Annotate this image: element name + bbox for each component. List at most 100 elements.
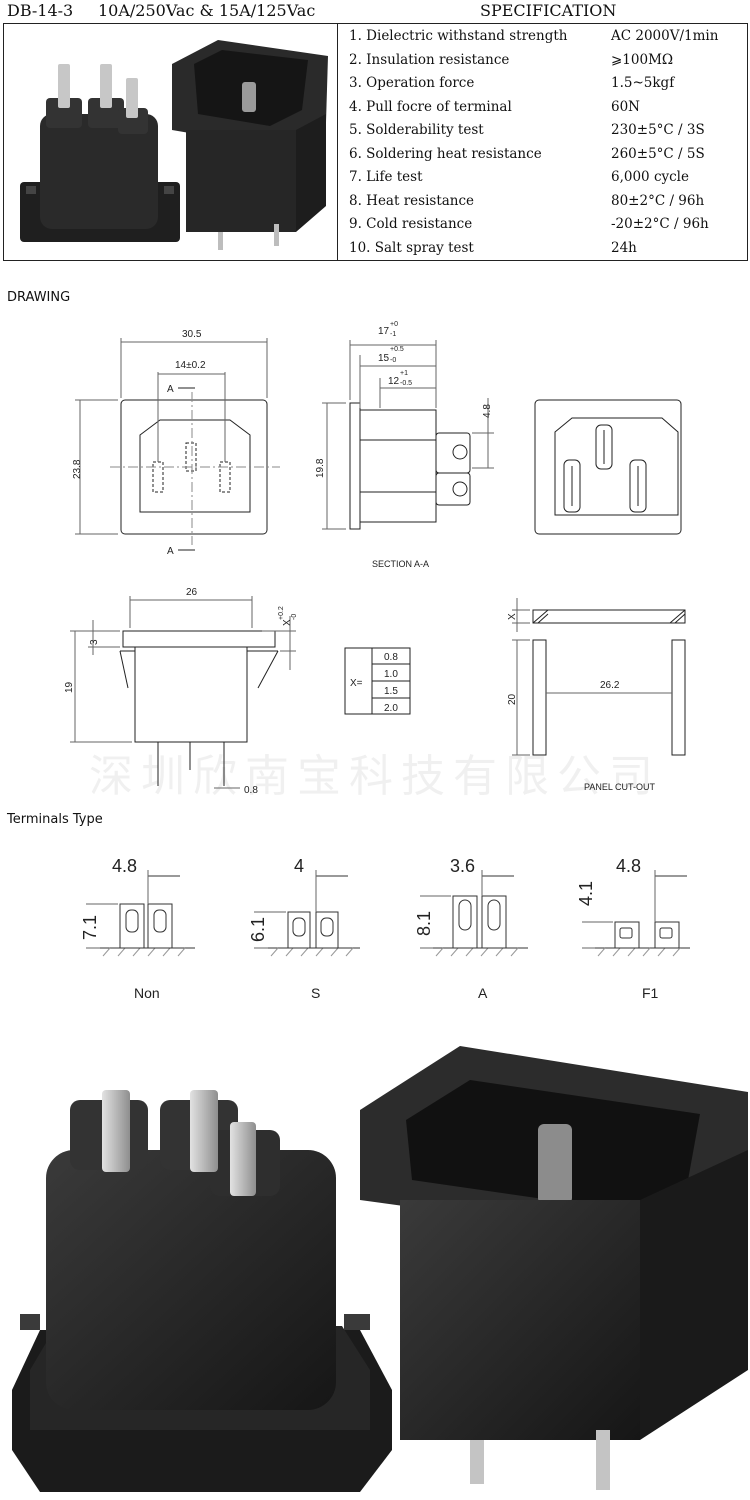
dim-cutout-height: 20 — [507, 693, 518, 705]
photo-socket-front — [360, 1046, 748, 1490]
spec-value: 260±5°C / 5S — [611, 145, 705, 162]
spec-value: 1.5~5kgf — [611, 75, 675, 91]
spec-value: 24h — [611, 239, 637, 256]
x-table-value: 1.5 — [384, 686, 398, 697]
terminal-name: A — [478, 985, 488, 1001]
terminal-name: S — [311, 985, 320, 1001]
terminals-type-label: Terminals Type — [7, 812, 103, 827]
terminal-width: 3.6 — [450, 856, 475, 876]
spec-row: 7. Life test 6,000 cycle — [349, 166, 749, 190]
terminal-non — [86, 870, 195, 957]
x-table-value: 1.0 — [384, 669, 398, 680]
spec-value: -20±2°C / 96h — [611, 216, 709, 232]
spec-row: 6. Soldering heat resistance 260±5°C / 5S — [349, 143, 749, 167]
spec-row: 10. Salt spray test 24h — [349, 237, 749, 261]
dim-side-1-tol-lower: -1 — [390, 331, 396, 338]
dim-pin-pitch: 14±0.2 — [175, 360, 206, 371]
spec-value: ⩾100MΩ — [611, 51, 674, 68]
cutout-caption: PANEL CUT-OUT — [584, 782, 656, 792]
terminal-types: 4.8 7.1 Non 4 6.1 S 3.6 8.1 A 4.8 4.1 F1 — [80, 856, 690, 1001]
spec-row: 8. Heat resistance 80±2°C / 96h — [349, 190, 749, 214]
front-view — [75, 338, 280, 551]
dim-side-2: 15 — [378, 353, 390, 364]
dim-flange: 3 — [89, 639, 100, 645]
section-view — [322, 340, 494, 530]
spec-item: 2. Insulation resistance — [349, 51, 510, 68]
technical-drawings: 30.5 14±0.2 A A 23.8 17 +0 -1 15 +0.5 - — [64, 321, 686, 796]
dim-side-3-tol-lower: -0.5 — [400, 380, 412, 387]
dim-side-1: 17 — [378, 326, 390, 337]
product-photo — [12, 1046, 748, 1492]
specification-title: SPECIFICATION — [480, 1, 617, 20]
terminal-height: 4.1 — [576, 881, 596, 906]
spec-row: 2. Insulation resistance ⩾100MΩ — [349, 49, 749, 73]
drawing-label: DRAWING — [7, 290, 71, 305]
spec-row: 3. Operation force 1.5~5kgf — [349, 72, 749, 96]
spec-row: 4. Pull focre of terminal 60N — [349, 96, 749, 120]
rear-view — [534, 399, 682, 535]
dim-bottom-width: 26 — [186, 587, 198, 598]
spec-item: 10. Salt spray test — [349, 239, 474, 256]
model-number: DB-14-3 — [7, 1, 74, 20]
panel-cutout — [512, 598, 686, 756]
dim-cutout-width: 26.2 — [600, 680, 620, 691]
spec-item: 6. Soldering heat resistance — [349, 145, 542, 162]
section-marker-bottom: A — [167, 546, 174, 557]
spec-item: 9. Cold resistance — [349, 216, 473, 232]
spec-value: AC 2000V/1min — [611, 28, 719, 44]
terminal-height: 6.1 — [248, 917, 268, 942]
x-table-value: 0.8 — [384, 652, 398, 663]
spec-row: 5. Solderability test 230±5°C / 3S — [349, 119, 749, 143]
spec-item: 7. Life test — [349, 169, 423, 185]
terminal-width: 4.8 — [616, 856, 641, 876]
spec-row: 9. Cold resistance -20±2°C / 96h — [349, 213, 749, 237]
photo-socket-back — [12, 1090, 392, 1492]
dim-side-2-tol-lower: -0 — [390, 357, 396, 364]
spec-item: 4. Pull focre of terminal — [349, 98, 512, 115]
terminal-name: F1 — [642, 985, 659, 1001]
thumb-socket-back — [20, 64, 180, 242]
terminal-height: 8.1 — [414, 911, 434, 936]
spec-value: 6,000 cycle — [611, 169, 689, 185]
section-marker-top: A — [167, 384, 174, 395]
dim-body-height: 19 — [64, 681, 75, 693]
x-table — [344, 647, 411, 715]
specification-divider — [337, 24, 338, 260]
terminal-width: 4.8 — [112, 856, 137, 876]
cutout-x-label: X — [507, 613, 518, 620]
dim-pin-width: 0.8 — [244, 785, 258, 796]
terminal-height: 7.1 — [80, 915, 100, 940]
terminal-width: 4 — [294, 856, 304, 876]
terminal-s — [254, 870, 360, 957]
dim-side-2-tol-upper: +0.5 — [390, 346, 404, 353]
spec-value: 80±2°C / 96h — [611, 192, 705, 209]
terminal-f1 — [582, 870, 690, 957]
dim-x-label: X — [282, 619, 293, 626]
spec-item: 3. Operation force — [349, 75, 475, 91]
section-caption: SECTION A-A — [372, 559, 429, 569]
terminal-name: Non — [134, 985, 160, 1001]
dim-side-3-tol-upper: +1 — [400, 370, 408, 377]
dim-front-width: 30.5 — [182, 329, 202, 340]
dim-side-3: 12 — [388, 376, 400, 387]
spec-item: 8. Heat resistance — [349, 192, 475, 209]
spec-value: 60N — [611, 98, 640, 115]
current-rating: 10A/250Vac & 15A/125Vac — [98, 1, 316, 20]
watermark: 深圳欣南宝科技有限公司 — [89, 751, 661, 802]
product-thumbnail — [20, 40, 328, 250]
terminal-a — [420, 870, 528, 957]
dim-x-tol-upper: +0.2 — [278, 606, 285, 620]
thumb-socket-front — [172, 40, 328, 250]
spec-value: 230±5°C / 3S — [611, 122, 705, 138]
x-table-label: X= — [350, 678, 363, 689]
dim-terminal: 4.8 — [482, 404, 493, 418]
dim-x-tol-lower: -0 — [291, 614, 298, 620]
spec-item: 5. Solderability test — [349, 122, 484, 138]
dim-side-1-tol-upper: +0 — [390, 321, 398, 328]
dim-side-height: 19.8 — [315, 458, 326, 478]
bottom-view — [70, 596, 296, 789]
x-table-value: 2.0 — [384, 703, 398, 714]
